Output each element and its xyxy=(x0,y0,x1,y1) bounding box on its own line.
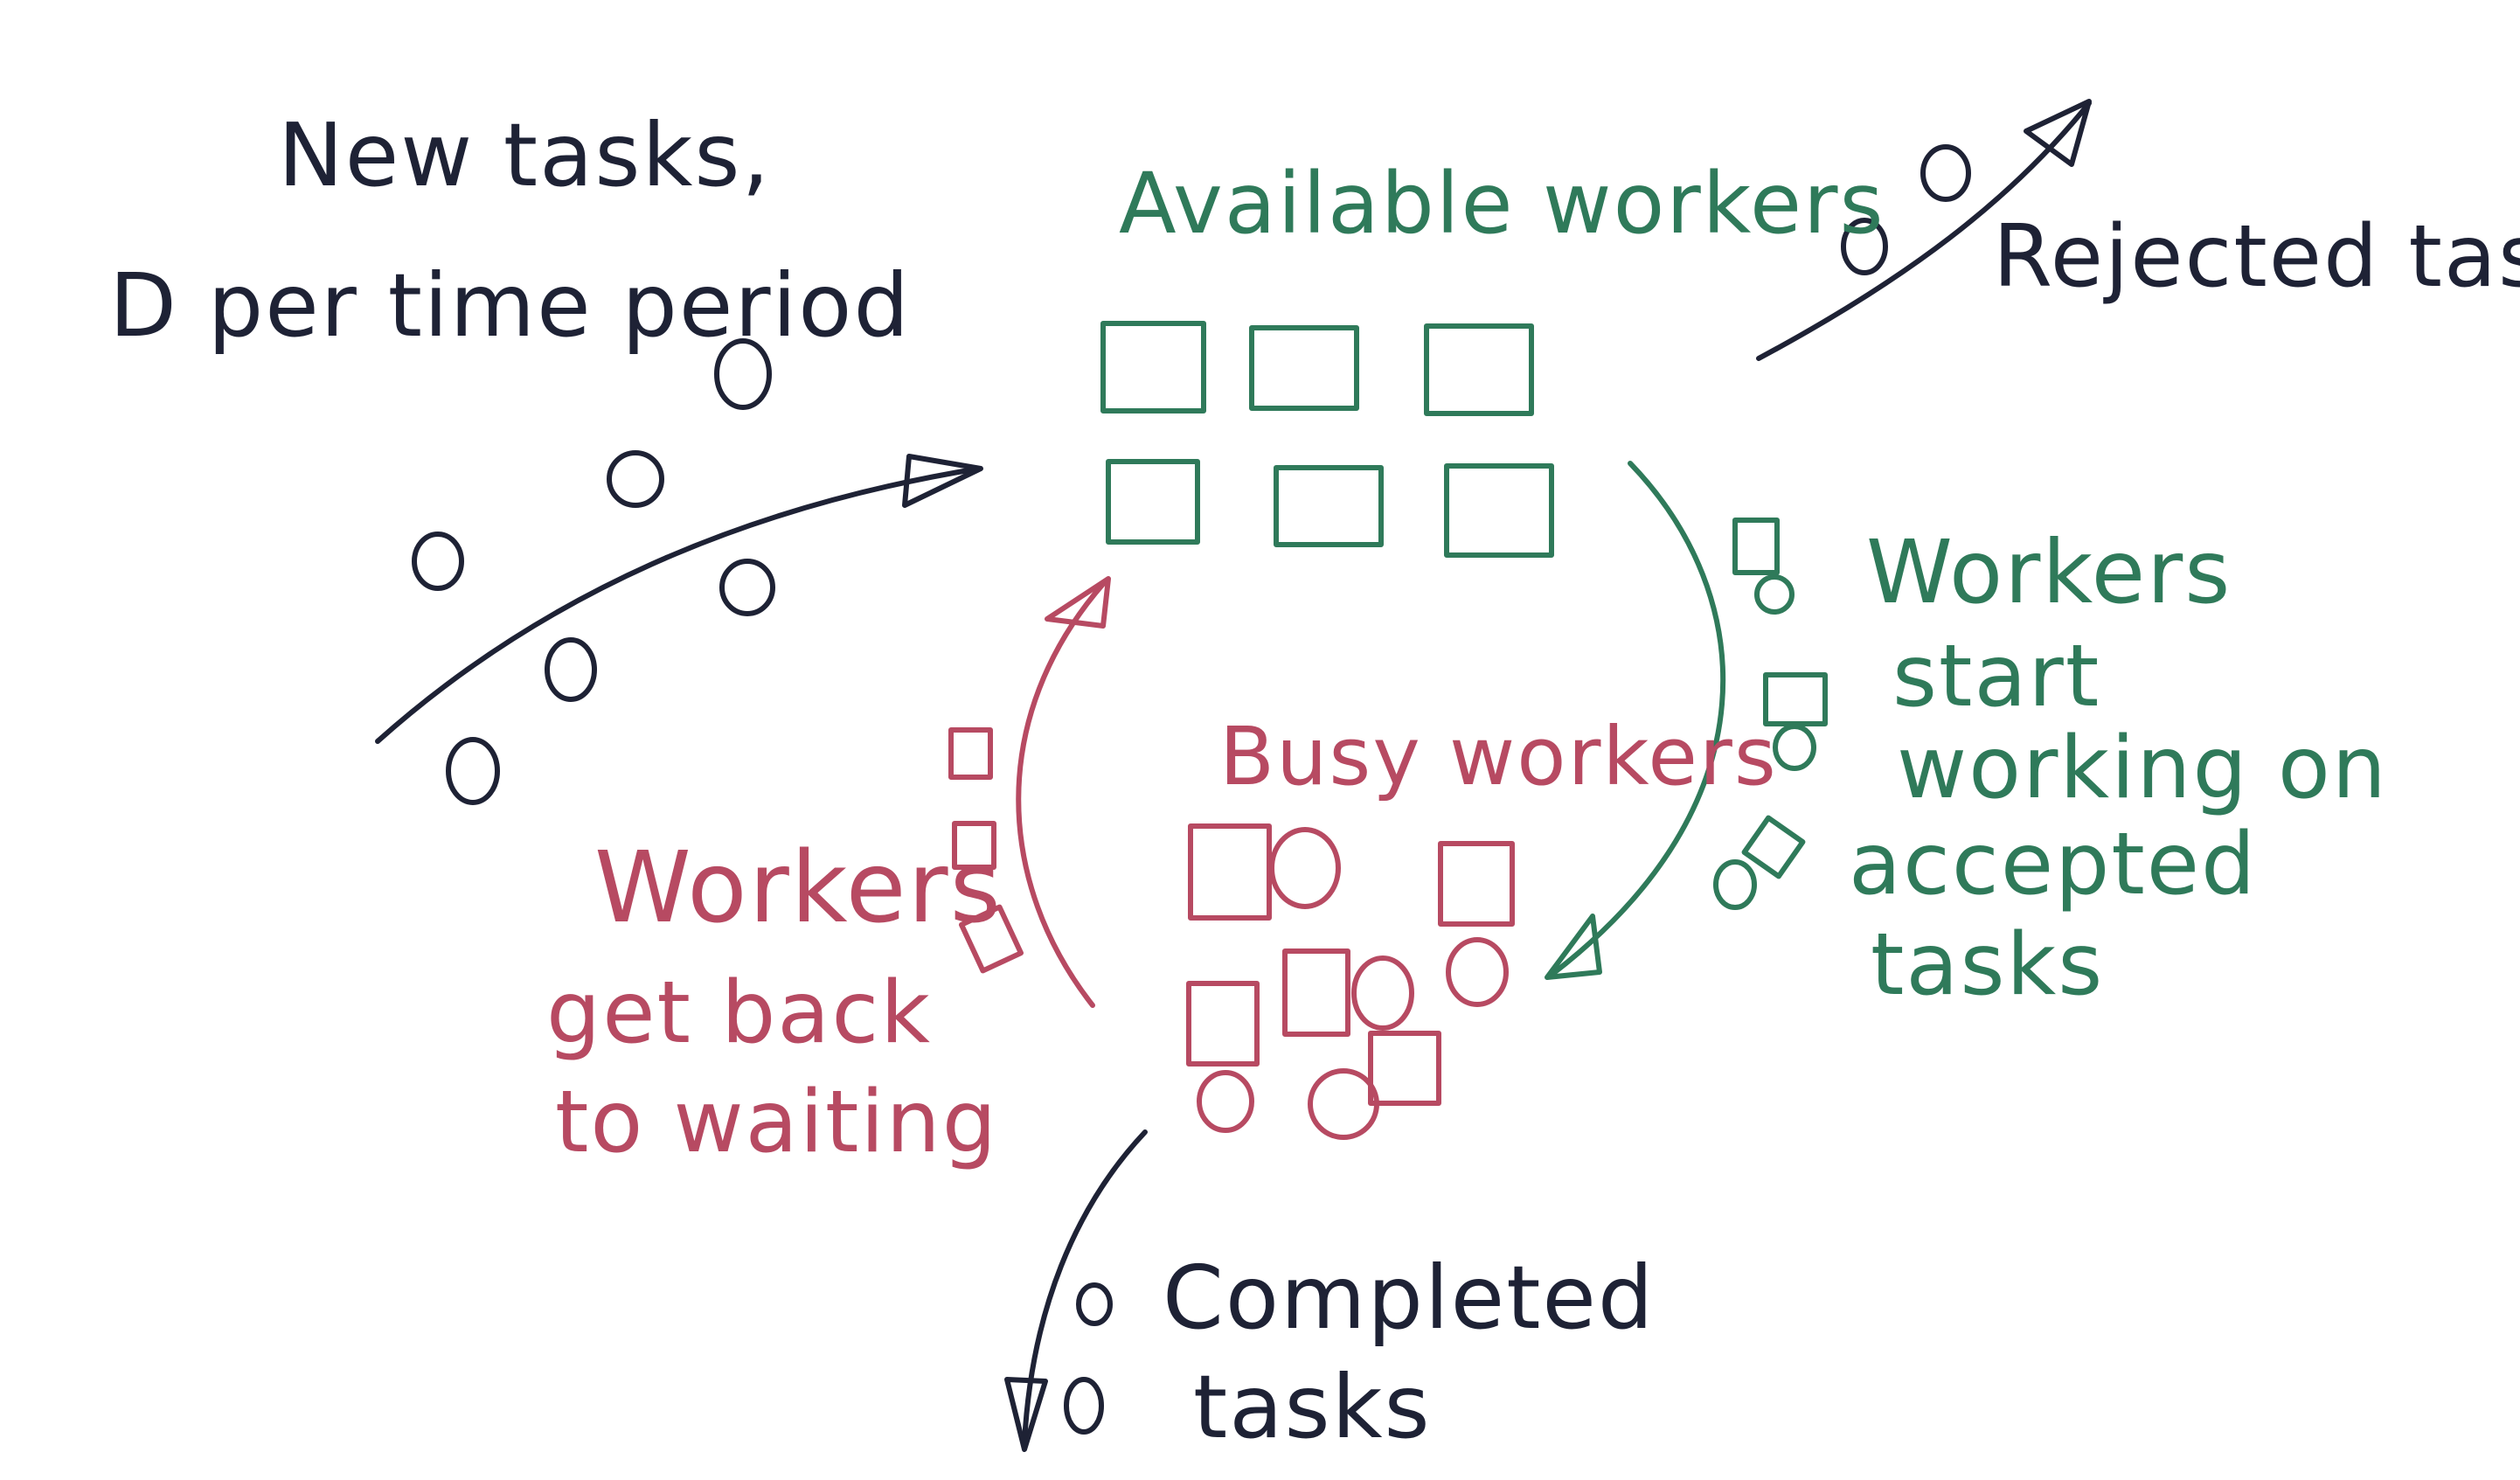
incoming-task-circle xyxy=(412,532,464,591)
incoming-tasks-arrow xyxy=(375,466,982,744)
incoming-task-circle xyxy=(714,338,772,410)
incoming-task-circle xyxy=(545,637,597,702)
returning-worker-square xyxy=(952,821,996,870)
rejected-task-circle xyxy=(1841,218,1888,275)
busy-task-circle xyxy=(1308,1068,1379,1140)
busy-workers-label: Busy workers xyxy=(1219,710,1778,803)
workers-back-label-line1: Workers xyxy=(594,831,1003,945)
busy-workers-cluster xyxy=(1186,823,1515,1140)
incoming-task-circle xyxy=(719,559,775,616)
available-worker-square xyxy=(1274,465,1384,547)
completed-tasks-arrowhead xyxy=(1004,1377,1048,1452)
workers-start-label-line4: accepted xyxy=(1849,815,2258,914)
new-tasks-label-line1: New tasks, xyxy=(278,104,772,206)
incoming-tasks-arrowhead xyxy=(902,454,983,508)
available-worker-square xyxy=(1424,323,1534,416)
completed-task-circle xyxy=(1076,1282,1113,1326)
rejected-task-circle xyxy=(1920,144,1971,202)
available-worker-square xyxy=(1106,459,1200,545)
busy-worker-square xyxy=(1188,823,1272,921)
completed-task-circle xyxy=(1064,1377,1104,1435)
completed-tasks-label-line2: tasks xyxy=(1193,1356,1432,1458)
new-tasks-label-line2: D per time period xyxy=(109,254,911,357)
workers-back-label-line3: to waiting xyxy=(555,1073,998,1172)
busy-worker-square xyxy=(1186,981,1260,1067)
available-worker-square xyxy=(1100,321,1206,413)
workers-start-label-line1: Workers xyxy=(1866,521,2232,623)
start-working-arrowhead xyxy=(1545,914,1602,980)
returning-worker-square xyxy=(958,904,1024,974)
busy-task-circle xyxy=(1446,937,1509,1007)
available-worker-square xyxy=(1444,463,1554,558)
available-worker-square xyxy=(1249,325,1359,411)
completed-tasks-group xyxy=(1004,1129,1148,1452)
accepted-task-worker-square xyxy=(1763,672,1828,726)
workers-start-label-line5: tasks xyxy=(1871,915,2105,1015)
accepted-task-worker-square xyxy=(1732,518,1780,575)
back-to-waiting-flow xyxy=(948,576,1111,1008)
back-to-waiting-arrowhead xyxy=(1045,576,1111,629)
returning-worker-square xyxy=(948,727,993,780)
accepted-task-circle xyxy=(1773,724,1816,771)
incoming-tasks xyxy=(375,338,983,805)
busy-worker-square xyxy=(1282,948,1350,1037)
rejected-tasks-group xyxy=(1756,99,2092,361)
workers-back-label-line2: get back xyxy=(546,963,932,1063)
busy-task-circle xyxy=(1269,827,1341,909)
busy-worker-square xyxy=(1438,841,1515,927)
accepted-task-worker-square xyxy=(1741,815,1806,879)
start-working-arrow xyxy=(1549,461,1726,977)
workers-start-label-line3: working on xyxy=(1897,719,2388,818)
incoming-task-circle xyxy=(446,737,500,805)
available-workers-grid xyxy=(1100,321,1554,558)
busy-worker-square xyxy=(1368,1031,1441,1106)
completed-tasks-label-line1: Completed xyxy=(1163,1247,1656,1349)
incoming-task-circle xyxy=(607,450,664,508)
available-workers-label: Available workers xyxy=(1119,155,1885,253)
busy-task-circle xyxy=(1351,955,1414,1031)
start-working-flow xyxy=(1545,461,1828,980)
busy-task-circle xyxy=(1197,1070,1254,1133)
rejected-tasks-arrow xyxy=(1756,101,2092,361)
rejected-tasks-label: Rejected tasks xyxy=(1993,207,2520,307)
rejected-tasks-arrowhead xyxy=(2024,99,2092,167)
accepted-task-circle xyxy=(1754,574,1795,615)
accepted-task-circle xyxy=(1713,859,1757,910)
completed-tasks-arrow xyxy=(1022,1129,1148,1445)
back-to-waiting-arrow xyxy=(1016,581,1106,1008)
workers-start-label-line2: start xyxy=(1892,627,2101,726)
